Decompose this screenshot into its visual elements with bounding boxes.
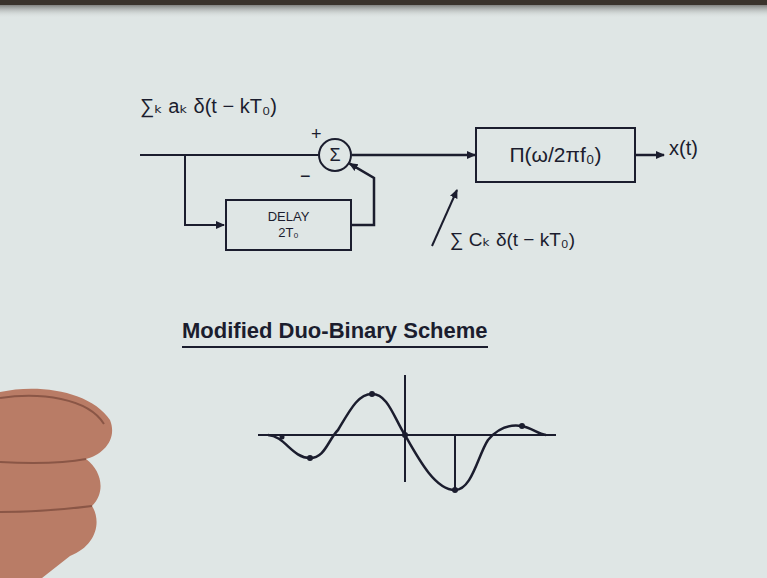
hand-crease (0, 396, 104, 512)
delay-box: DELAY 2T₀ (225, 199, 352, 251)
input-signal: ∑ₖ aₖ δ(t − kT₀) (140, 94, 277, 118)
paper-edge (0, 0, 767, 18)
plus-sign: + (311, 124, 322, 145)
summing-junction: Σ (318, 138, 352, 172)
minus-sign: − (300, 166, 311, 187)
node-text: Σ (329, 145, 340, 166)
sample-dots (280, 391, 526, 493)
pulse-waveform (268, 394, 546, 490)
scheme-title: Modified Duo-Binary Scheme (182, 318, 488, 348)
signal-connector (350, 164, 374, 225)
output-signal: x(t) (669, 137, 698, 160)
callout-signal: ∑ Cₖ δ(t − kT₀) (450, 228, 575, 251)
amplitude-axis (404, 375, 406, 482)
signal-connector (352, 154, 475, 157)
paper-edge (0, 0, 767, 5)
node-text: Π(ω/2πf₀) (509, 143, 601, 167)
branch-wire (185, 155, 224, 225)
filter-box: Π(ω/2πf₀) (475, 127, 636, 183)
sample-line (454, 435, 456, 488)
output-wire (636, 154, 664, 157)
input-wire (140, 154, 318, 156)
hand (0, 389, 112, 578)
node-text: DELAY 2T₀ (259, 209, 319, 240)
